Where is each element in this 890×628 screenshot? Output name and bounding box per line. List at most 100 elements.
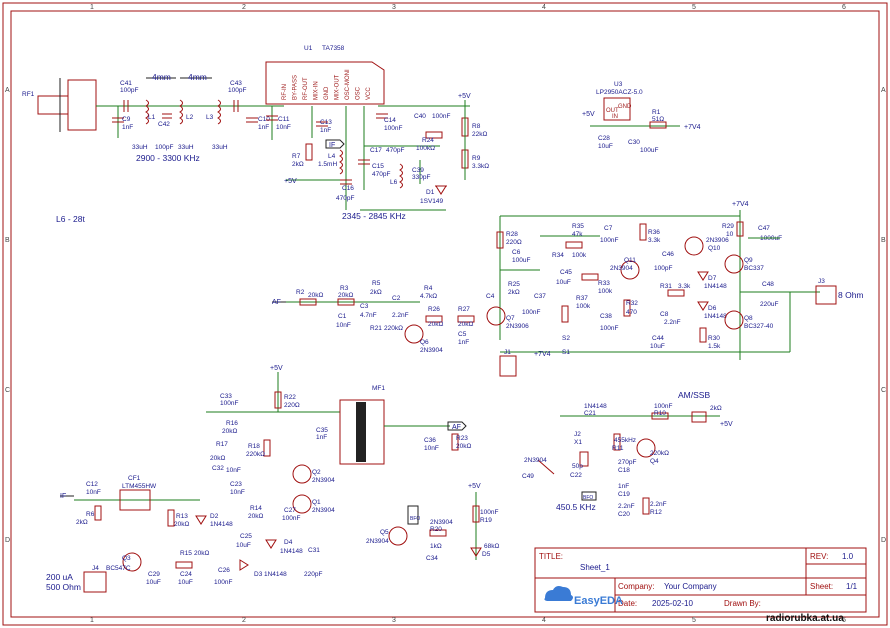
c3-value: 4.7nF (360, 312, 377, 319)
q2-ref: Q2 (312, 469, 321, 476)
c43-value: 100pF (228, 87, 246, 94)
c37-ref: C37 (534, 293, 546, 300)
cf1-ref: CF1 (128, 475, 141, 482)
c17-ref: C17 (370, 147, 382, 154)
p5v-rail-bfo: +5V (720, 421, 733, 428)
mode-note: AM/SSB (678, 390, 710, 400)
c28-ref: C28 (598, 135, 610, 142)
c18-value: C18 (618, 467, 630, 474)
c41-ref: C41 (120, 80, 132, 87)
company-value: Your Company (664, 582, 717, 591)
s1-ref[interactable]: S1 (562, 349, 570, 356)
d5-value: D5 (482, 551, 491, 558)
u1-pin-label: OSC (356, 86, 362, 100)
bfo-net-tag-2: BFO (583, 495, 593, 501)
l2-value: 33uH (178, 144, 194, 151)
c16-ref: C16 (342, 185, 354, 192)
c23-ref: C23 (230, 481, 242, 488)
r23-ref: R23 (456, 435, 468, 442)
drawn-by-label: Drawn By: (724, 599, 761, 608)
l6-turns-note: L6 - 28t (56, 214, 85, 224)
r26-value: 20kΩ (428, 321, 443, 328)
c13-value: 1nF (320, 127, 331, 134)
d1-ref: D1 (426, 189, 435, 196)
c26-ref: C26 (218, 567, 230, 574)
q4-ref: 220kΩ (650, 450, 669, 457)
c2-value: 2.2nF (392, 312, 409, 319)
r30-value: 1.5k (708, 343, 721, 350)
r26-ref: R26 (428, 306, 440, 313)
r27-value: 20kΩ (458, 321, 473, 328)
title-value: Sheet_1 (580, 563, 610, 572)
c5-ref: C5 (458, 331, 467, 338)
r15-ref: R15 (180, 550, 192, 557)
r35-ref: R35 (572, 223, 584, 230)
easyeda-logo-text: EasyEDA (574, 595, 623, 607)
u1-pin-label: OSC-MONI (345, 69, 351, 100)
cf1-value: LTM455HW (122, 483, 157, 490)
r3-ref: R3 (340, 285, 349, 292)
c7-value: 100nF (600, 237, 618, 244)
u1-ref: U1 (304, 45, 313, 52)
r35-value: 47k (572, 231, 583, 238)
c27-ref: C27 (284, 507, 296, 514)
c11-ref: C11 (278, 116, 290, 123)
c37-value: 100nF (522, 309, 540, 316)
r32-value: 470 (626, 309, 637, 316)
r20-ref: 2N3904 (430, 519, 453, 526)
meter-resistance-note: 500 Ohm (46, 582, 81, 592)
row-marker: D (5, 537, 10, 544)
bfo-freq-note: 450.5 KHz (556, 502, 596, 512)
r31-value: 3.3k (678, 283, 691, 290)
u1-pin-label: VCC (366, 87, 372, 100)
coil-spacing-2: 4mm (188, 72, 207, 82)
r10-ref: 100nF (654, 403, 672, 410)
c8-value: 2.2nF (664, 319, 681, 326)
u1-pin-label: RF-OUT (303, 77, 309, 100)
c25-ref: C25 (240, 533, 252, 540)
p7v4-rail-audio: +7V4 (732, 201, 749, 208)
r16-ref: R16 (226, 420, 238, 427)
c46-ref: C46 (662, 251, 674, 258)
c29-ref: C29 (148, 571, 160, 578)
r17-ref: R17 (216, 441, 228, 448)
speaker-note: 8 Ohm (838, 290, 864, 300)
c5-value: 1nF (458, 339, 469, 346)
c8-ref: C8 (660, 311, 669, 318)
company-label: Company: (618, 582, 654, 591)
l6-ref: L6 (390, 179, 398, 186)
r18-value: 220kΩ (246, 451, 265, 458)
column-marker: 5 (692, 617, 696, 624)
r36-ref: R36 (648, 229, 660, 236)
column-marker: 3 (392, 4, 396, 11)
row-marker: A (881, 87, 886, 94)
p5v-rail-top: +5V (458, 93, 471, 100)
c30-ref: C30 (628, 139, 640, 146)
c12-ref: C12 (86, 481, 98, 488)
r13-ref: R13 (176, 513, 188, 520)
c33-value: 100nF (220, 400, 238, 407)
c42-ref: C42 (158, 121, 170, 128)
c31-ref: C31 (308, 547, 320, 554)
date-label: Date: (618, 599, 637, 608)
sheet-label: Sheet: (810, 582, 833, 591)
p5v-rail-if: +5V (270, 365, 283, 372)
c31-value: 220pF (304, 571, 322, 578)
c14-value: 100nF (384, 125, 402, 132)
c36-ref: C36 (424, 437, 436, 444)
r29-ref: R29 (722, 223, 734, 230)
r7-value: 2kΩ (292, 161, 304, 168)
c20-value: C20 (618, 511, 630, 518)
d1-value: 1SV149 (420, 198, 444, 205)
c15-value: 470pF (372, 171, 390, 178)
s2-ref[interactable]: S2 (562, 335, 570, 342)
r28-value: 220Ω (506, 239, 522, 246)
q5-type: 2N3904 (366, 538, 389, 545)
r19-ref: 100nF (480, 509, 498, 516)
c45-ref: C45 (560, 269, 572, 276)
c2-ref: C2 (392, 295, 401, 302)
c35-ref: C35 (316, 427, 328, 434)
d4-ref: D4 (284, 539, 293, 546)
r37-ref: R37 (576, 295, 588, 302)
